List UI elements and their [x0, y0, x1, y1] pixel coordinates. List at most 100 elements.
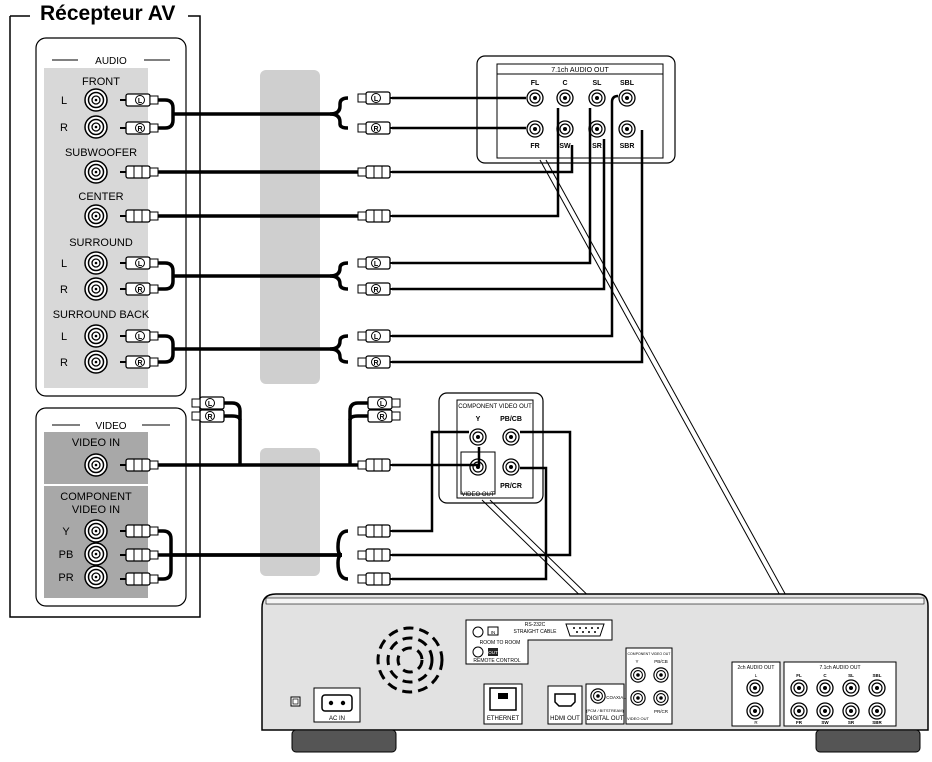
surround-r-jack: [84, 277, 108, 301]
player-foot-right: [815, 729, 921, 753]
player-comp-y-label: Y: [635, 659, 638, 664]
player-foot-left: [291, 729, 397, 753]
player-2ch-r-label: R: [754, 720, 758, 725]
surround-back-label: SURROUND BACK: [53, 309, 150, 321]
receiver-plug: [120, 209, 159, 223]
channel-label: FL: [531, 80, 540, 87]
surround-back-l-label: L: [61, 331, 67, 343]
rs232c-label-2: STRAIGHT CABLE: [514, 629, 558, 635]
spare-plug-left: L: [191, 396, 230, 410]
player-2ch-label: 2ch AUDIO OUT: [738, 665, 775, 671]
center-jack: [84, 204, 108, 228]
receiver-plug: [120, 458, 159, 472]
receiver-plug: [120, 572, 159, 586]
component-out-y-jack: [469, 428, 487, 446]
channel-label: SBR: [872, 720, 882, 725]
plug-letter: R: [373, 360, 378, 367]
remote-control-label: REMOTE CONTROL: [473, 658, 520, 664]
guide-bar-video: [260, 448, 320, 576]
surround-back-r-label: R: [60, 357, 68, 369]
plug-letter: L: [138, 261, 143, 268]
sbr-out-jack: [618, 120, 636, 138]
component-out-title: COMPONENT VIDEO OUT: [458, 404, 532, 410]
front-label: FRONT: [82, 76, 120, 88]
channel-label: SR: [848, 720, 855, 725]
cables: [148, 96, 372, 581]
player-side-plug: R: [357, 282, 396, 296]
plug-letter: L: [138, 334, 143, 341]
video-header: VIDEO: [95, 421, 126, 432]
plug-letter: L: [380, 401, 385, 408]
player-side-plug: R: [357, 121, 396, 135]
rs232c-connector: [565, 623, 605, 637]
player-side-plug: [357, 524, 396, 538]
player-video-out-label: VIDEO OUT: [627, 716, 650, 721]
spare-plug-left-2: L: [362, 396, 401, 410]
sl-out-jack: [588, 89, 606, 107]
fan-vent: [376, 626, 444, 694]
plug-letter: L: [208, 401, 213, 408]
surround-label: SURROUND: [69, 237, 133, 249]
channel-label: FR: [530, 143, 539, 150]
player-sbr-jack: [868, 702, 886, 720]
receiver-plug: R: [120, 121, 159, 135]
center-label: CENTER: [78, 191, 123, 203]
player-comp-pb-jack: [653, 667, 669, 683]
player-2ch-l-label: L: [755, 673, 758, 678]
surround-r-label: R: [60, 284, 68, 296]
component-pr-jack: [84, 565, 108, 589]
receiver-plug: [120, 524, 159, 538]
player-comp-pr-jack: [653, 690, 669, 706]
component-out-video-label: VIDEO OUT: [461, 492, 494, 498]
surround-back-r-jack: [84, 350, 108, 374]
rs232c-label-1: RS-232C: [525, 622, 546, 628]
front-l-jack: [84, 88, 108, 112]
surround-back-l-jack: [84, 324, 108, 348]
component-y-jack: [84, 519, 108, 543]
receiver-plug: L: [120, 256, 159, 270]
plug-letter: R: [207, 414, 212, 421]
fr-out-jack: [526, 120, 544, 138]
video-in-label: VIDEO IN: [72, 437, 120, 449]
component-out-pb-label: PB/CB: [500, 416, 522, 423]
player-71-label: 7.1ch AUDIO OUT: [819, 665, 860, 671]
c-out-jack: [556, 89, 574, 107]
channel-label: SBL: [620, 80, 635, 87]
coaxial-jack: [590, 688, 606, 704]
channel-label: SR: [592, 143, 602, 150]
plug-letter: R: [137, 287, 142, 294]
surround-l-label: L: [61, 258, 67, 270]
plug-letter: R: [373, 287, 378, 294]
component-in-label-2: VIDEO IN: [72, 504, 120, 516]
component-out-pr-label: PR/CR: [500, 483, 522, 490]
receiver-title: Récepteur AV: [36, 2, 180, 26]
player-side-plug: [357, 209, 396, 223]
receiver-plug: R: [120, 282, 159, 296]
receiver-plug: R: [120, 355, 159, 369]
pcm-label: (PCM / BITSTREAM): [586, 708, 624, 713]
front-r-jack: [84, 115, 108, 139]
ethernet-label: ETHERNET: [487, 716, 520, 722]
receiver-plug: [120, 548, 159, 562]
hdmi-out-label: HDMI OUT: [550, 716, 580, 722]
channel-label: C: [562, 80, 567, 87]
coaxial-label: COAXIAL: [606, 695, 626, 700]
channel-label: SBR: [620, 143, 635, 150]
digital-out-label: DIGITAL OUT: [586, 716, 623, 722]
player-component-title: COMPONENT VIDEO OUT: [628, 652, 672, 656]
player-sr-jack: [842, 702, 860, 720]
plug-letter: L: [374, 96, 379, 103]
digital-out-box: [585, 683, 625, 725]
spare-plug-right: R: [191, 409, 230, 423]
component-y-label: Y: [62, 526, 70, 538]
plug-letter: R: [137, 360, 142, 367]
channel-label: SW: [821, 720, 829, 725]
component-pr-label: PR: [58, 572, 73, 584]
receiver-plug: L: [120, 93, 159, 107]
